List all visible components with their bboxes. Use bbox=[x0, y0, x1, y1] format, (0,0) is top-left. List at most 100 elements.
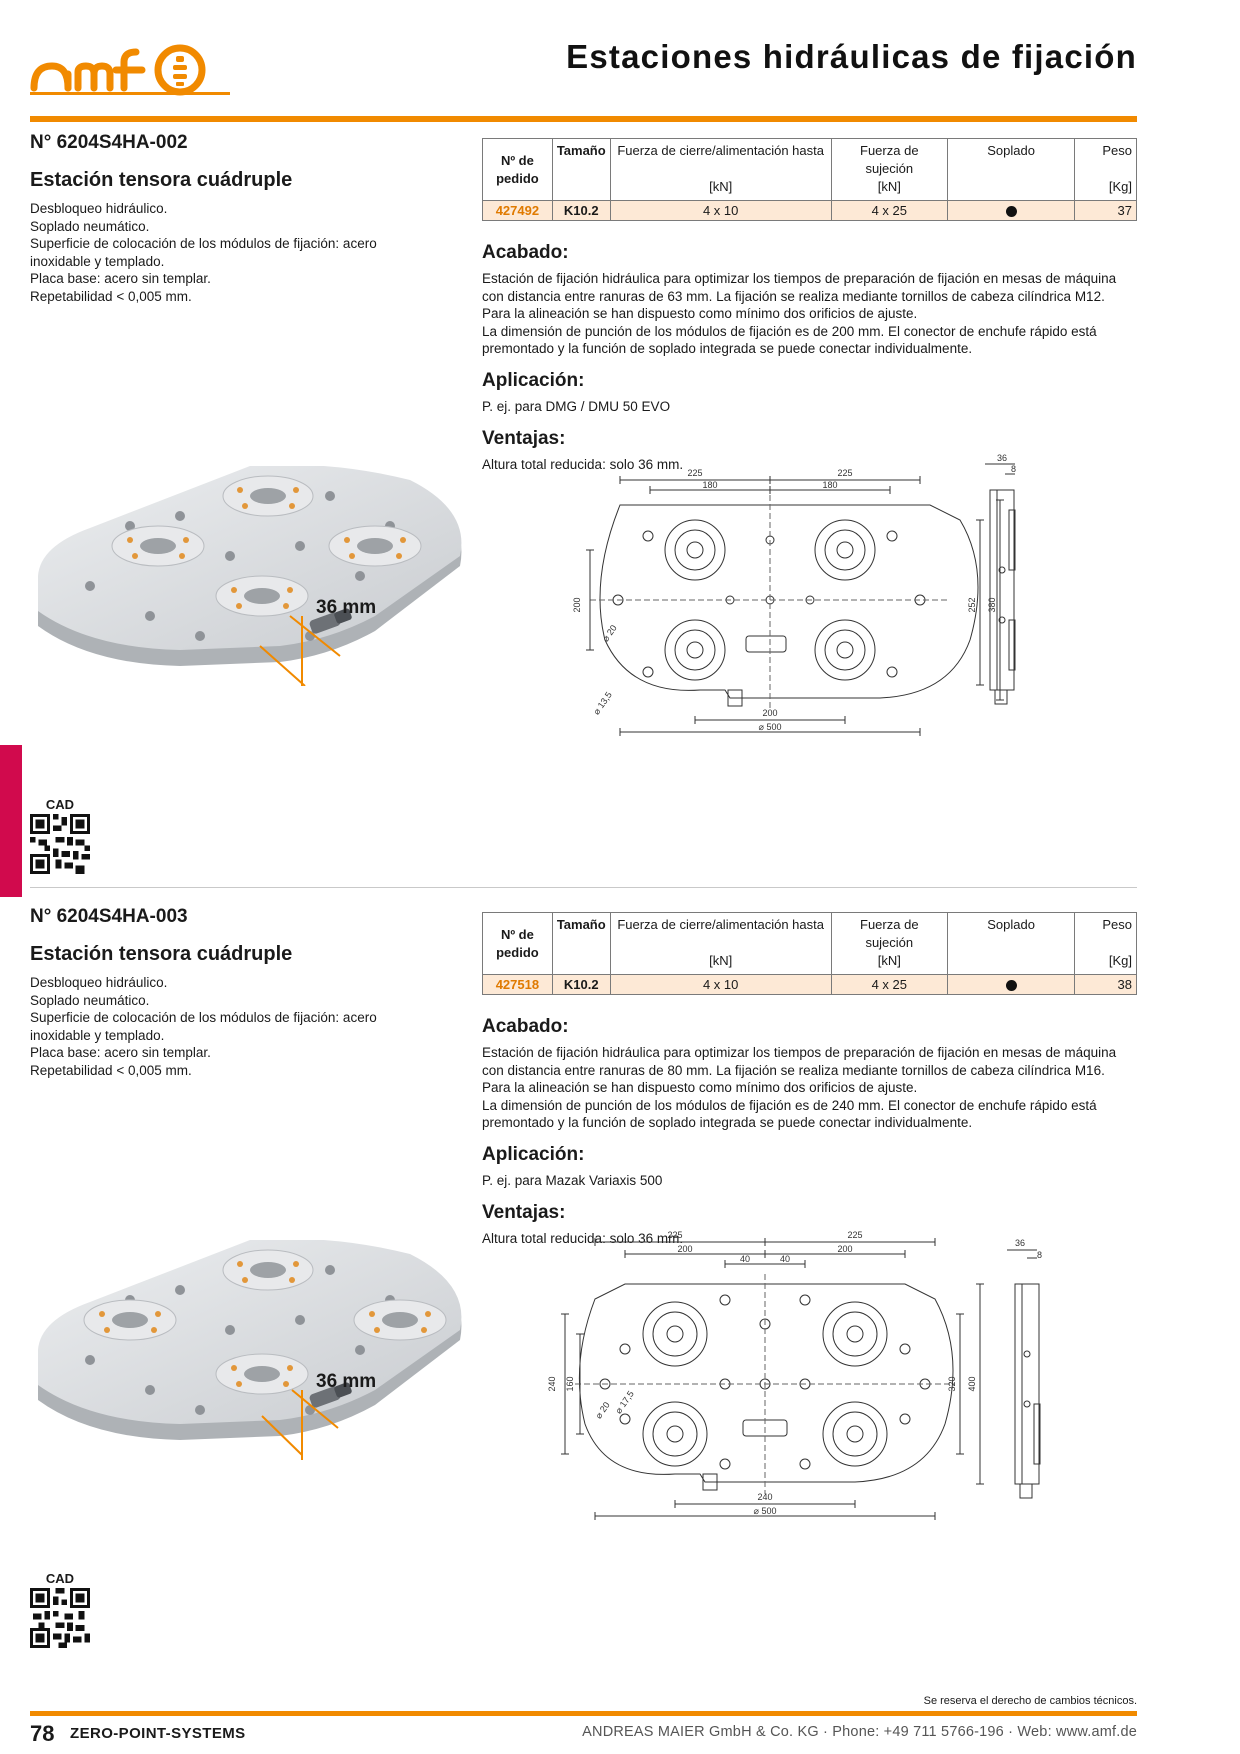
included-dot-icon bbox=[1005, 206, 1017, 218]
order-number[interactable]: 427518 bbox=[482, 974, 553, 995]
dim-label: ⌀ 17,5 bbox=[613, 1389, 636, 1416]
product-name: Estación tensora cuádruple bbox=[30, 169, 293, 191]
dim-label: ⌀ 500 bbox=[754, 1506, 777, 1516]
dim-label: 380 bbox=[987, 597, 997, 612]
acabado-text-2: La dimensión de punción de los módulos d… bbox=[482, 1097, 1097, 1131]
acabado-heading: Acabado: bbox=[482, 1016, 569, 1037]
table-row: 427492 K10.2 4 x 10 4 x 25 37 bbox=[482, 200, 1137, 221]
description-item: Placa base: acero sin templar. bbox=[30, 1045, 211, 1060]
col-weight: Peso[Kg] bbox=[1074, 138, 1137, 201]
series-name: ZERO-POINT-SYSTEMS bbox=[70, 1725, 246, 1742]
acabado-text: Estación de fijación hidráulica para opt… bbox=[482, 1045, 1117, 1095]
acabado-block: Acabado: Estación de fijación hidráulica… bbox=[482, 242, 1137, 358]
module-outline bbox=[664, 519, 876, 681]
dim-label: 180 bbox=[702, 480, 717, 490]
dim-label: 40 bbox=[740, 1254, 750, 1264]
product-number: N° 6204S4HA-003 bbox=[30, 906, 188, 927]
cad-label: CAD bbox=[45, 1571, 75, 1586]
product-photo bbox=[38, 466, 462, 686]
col-clamp: Fuerza de sujeción[kN] bbox=[830, 138, 948, 201]
dim-label: 320 bbox=[947, 1376, 957, 1391]
ventajas-text: Altura total reducida: solo 36 mm. bbox=[482, 457, 684, 472]
dim-label: ⌀ 20 bbox=[600, 623, 618, 643]
aplicacion-block: Aplicación: P. ej. para DMG / DMU 50 EVO bbox=[482, 370, 1137, 416]
acabado-heading: Acabado: bbox=[482, 242, 569, 263]
dim-label: ⌀ 13,5 bbox=[591, 690, 614, 717]
dim-label: 200 bbox=[837, 1244, 852, 1254]
height-label: 36 mm bbox=[316, 597, 377, 618]
weight-cell: 37 bbox=[1074, 200, 1137, 221]
description-item: Superficie de colocación de los módulos … bbox=[30, 1010, 377, 1043]
dim-label: 36 bbox=[1015, 1238, 1025, 1248]
ventajas-block: Ventajas: Altura total reducida: solo 36… bbox=[482, 428, 1137, 474]
col-force: Fuerza de cierre/alimentación hasta[kN] bbox=[609, 912, 832, 975]
product-section-1: N° 6204S4HA-002 Estación tensora cuádrup… bbox=[30, 132, 1137, 902]
dim-label: 225 bbox=[847, 1230, 862, 1240]
col-weight: Peso[Kg] bbox=[1074, 912, 1137, 975]
dim-label: 8 bbox=[1011, 464, 1016, 474]
force-cell: 4 x 10 bbox=[609, 200, 832, 221]
dim-label: 40 bbox=[780, 1254, 790, 1264]
col-order: Nº de pedido bbox=[482, 912, 553, 975]
quick-connector bbox=[309, 1382, 352, 1408]
dim-label: 160 bbox=[565, 1376, 575, 1391]
disclaimer: Se reserva el derecho de cambios técnico… bbox=[923, 1695, 1137, 1707]
dim-label: ⌀ 20 bbox=[593, 1400, 611, 1420]
ventajas-heading: Ventajas: bbox=[482, 1202, 566, 1223]
product-number: N° 6204S4HA-002 bbox=[30, 132, 188, 153]
section-divider bbox=[30, 887, 1137, 888]
dim-label: 400 bbox=[967, 1376, 977, 1391]
description-item: Placa base: acero sin templar. bbox=[30, 271, 211, 286]
spec-table: Nº de pedido Tamaño Fuerza de cierre/ali… bbox=[482, 138, 1137, 221]
company-info: ANDREAS MAIER GmbH & Co. KG · Phone: +49… bbox=[582, 1724, 1137, 1740]
spec-table: Nº de pedido Tamaño Fuerza de cierre/ali… bbox=[482, 912, 1137, 995]
aplicacion-text: P. ej. para DMG / DMU 50 EVO bbox=[482, 399, 671, 414]
header-rule bbox=[30, 116, 1137, 122]
size-cell: K10.2 bbox=[551, 200, 611, 221]
description-list: Desbloqueo hidráulico. Soplado neumático… bbox=[30, 200, 430, 305]
product-section-2: N° 6204S4HA-003 Estación tensora cuádrup… bbox=[30, 906, 1137, 1676]
acabado-block: Acabado: Estación de fijación hidráulica… bbox=[482, 1016, 1137, 1132]
cad-block[interactable]: CAD bbox=[30, 797, 90, 874]
description-item: Desbloqueo hidráulico. bbox=[30, 201, 168, 216]
dim-label: 240 bbox=[547, 1376, 557, 1391]
product-name: Estación tensora cuádruple bbox=[30, 943, 293, 965]
technical-drawing-side: 36 8 bbox=[1007, 1238, 1042, 1499]
description-item: Soplado neumático. bbox=[30, 992, 150, 1008]
acabado-text-2: La dimensión de punción de los módulos d… bbox=[482, 323, 1097, 357]
page-number: 78 bbox=[30, 1721, 55, 1746]
dim-label: 180 bbox=[822, 480, 837, 490]
blow-cell bbox=[946, 200, 1076, 221]
included-dot-icon bbox=[1005, 980, 1017, 992]
weight-cell: 38 bbox=[1074, 974, 1137, 995]
technical-drawing-top: 225 225 200 200 40 40 240 160 320 400 24… bbox=[547, 1230, 984, 1520]
dim-label: ⌀ 500 bbox=[759, 722, 782, 732]
page-title: Estaciones hidráulicas de fijación bbox=[566, 38, 1137, 75]
col-clamp: Fuerza de sujeción[kN] bbox=[830, 912, 948, 975]
cad-block[interactable]: CAD bbox=[30, 1571, 90, 1648]
col-blow: Soplado bbox=[946, 138, 1076, 201]
dim-label: 200 bbox=[572, 597, 582, 612]
order-number[interactable]: 427492 bbox=[482, 200, 553, 221]
technical-drawing-top: 225 225 180 180 200 252 380 200 ⌀ 500 ⌀ … bbox=[572, 468, 1004, 736]
quick-connector bbox=[309, 608, 352, 634]
qr-code-icon[interactable] bbox=[30, 1588, 90, 1648]
description-item: Superficie de colocación de los módulos … bbox=[30, 236, 377, 269]
aplicacion-heading: Aplicación: bbox=[482, 1144, 585, 1165]
cad-label: CAD bbox=[45, 797, 75, 812]
blow-cell bbox=[946, 974, 1076, 995]
footer-rule bbox=[30, 1711, 1137, 1716]
col-blow: Soplado bbox=[946, 912, 1076, 975]
aplicacion-block: Aplicación: P. ej. para Mazak Variaxis 5… bbox=[482, 1144, 1137, 1190]
dim-label: 252 bbox=[967, 597, 977, 612]
aplicacion-text: P. ej. para Mazak Variaxis 500 bbox=[482, 1173, 663, 1188]
dim-label: 225 bbox=[667, 1230, 682, 1240]
height-label: 36 mm bbox=[316, 1371, 377, 1392]
qr-code-icon[interactable] bbox=[30, 814, 90, 874]
product-photo bbox=[38, 1240, 462, 1460]
cad-tab bbox=[0, 745, 22, 897]
table-row: 427518 K10.2 4 x 10 4 x 25 38 bbox=[482, 974, 1137, 995]
ventajas-heading: Ventajas: bbox=[482, 428, 566, 449]
clamping-module bbox=[222, 475, 314, 517]
col-size: Tamaño bbox=[551, 912, 611, 975]
